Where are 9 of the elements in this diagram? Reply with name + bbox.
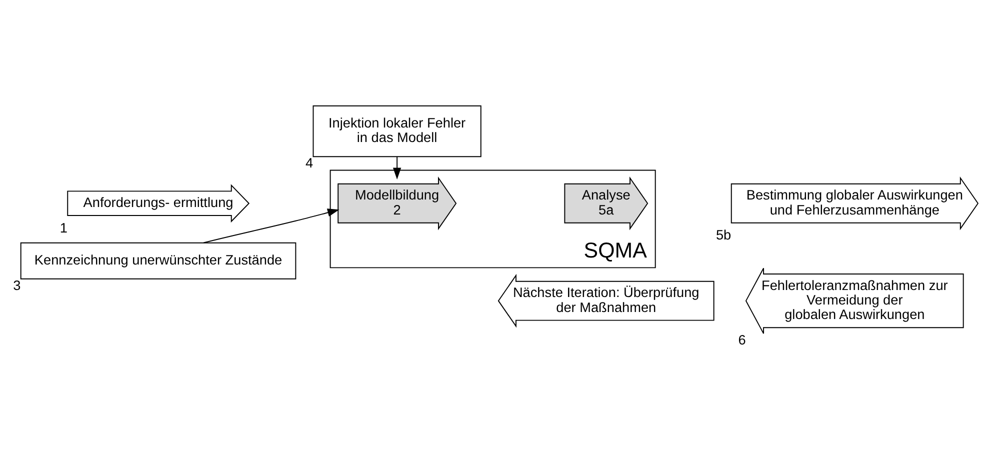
node-label: 4 xyxy=(306,155,314,170)
node-label: 5b xyxy=(716,228,732,243)
node-box: Kennzeichnung unerwünschter Zustände xyxy=(20,242,296,280)
node-box: Injektion lokaler Fehler in das Modell xyxy=(312,105,482,158)
node-label: 6 xyxy=(738,332,746,348)
node-label: 1 xyxy=(60,220,68,236)
arrow xyxy=(392,156,402,180)
node-label: 3 xyxy=(13,278,21,293)
arrow xyxy=(203,208,340,244)
